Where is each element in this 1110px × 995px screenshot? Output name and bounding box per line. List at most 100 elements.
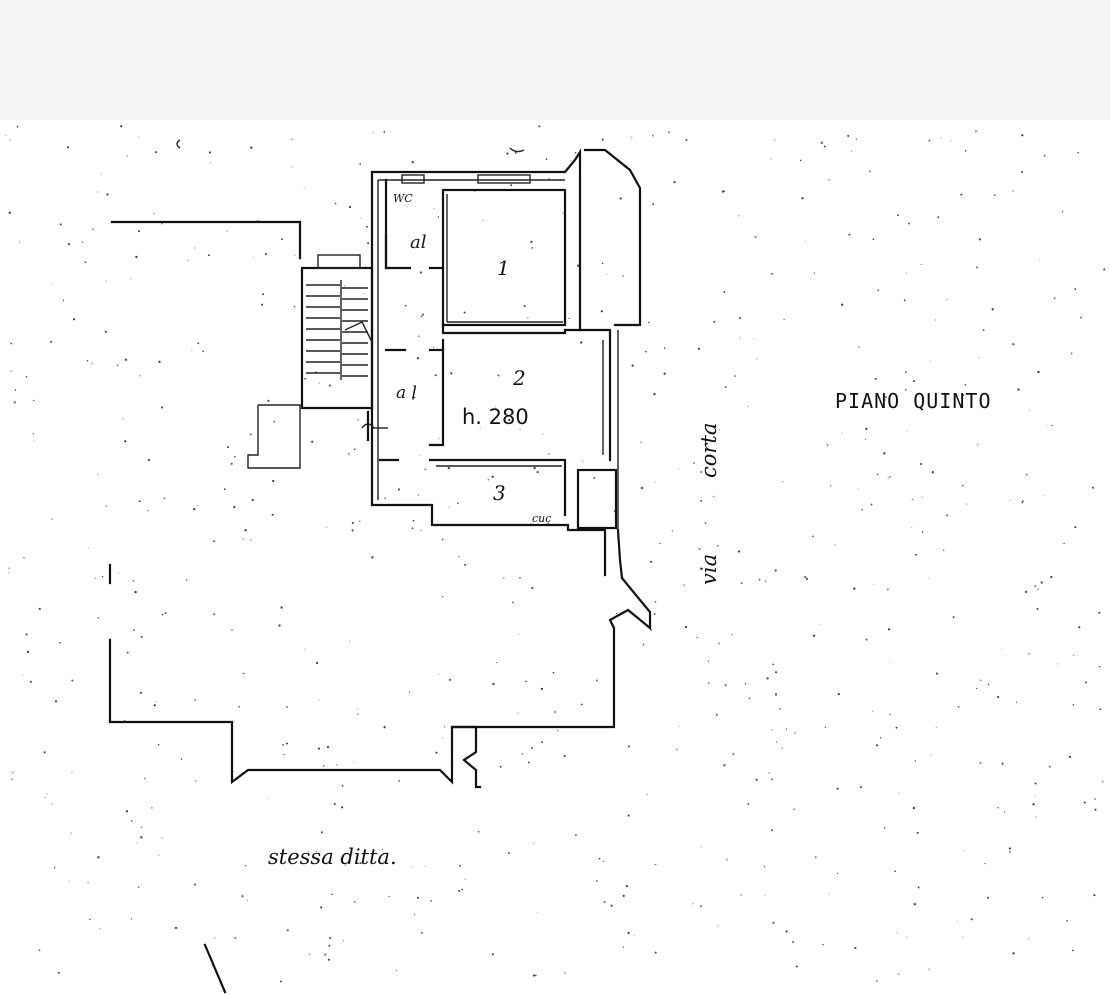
scan-dot [885, 396, 887, 399]
scan-dot [876, 980, 878, 982]
scan-dot [308, 953, 311, 955]
scan-dot [779, 708, 781, 710]
scan-dot [700, 499, 703, 502]
scan-dot [857, 488, 859, 490]
scan-dot [596, 679, 598, 682]
room-label-2: 2 [512, 366, 526, 390]
scan-dot [1085, 681, 1088, 684]
scan-dot [372, 131, 374, 134]
scan-dot [771, 778, 773, 781]
scan-dot [903, 299, 906, 302]
floor-title: PIANO QUINTO [835, 389, 992, 413]
scan-dot [712, 495, 715, 497]
scan-dot [464, 563, 467, 566]
scan-dot [870, 503, 873, 506]
apartment-walls [370, 148, 642, 577]
scan-dot [84, 261, 87, 263]
scan-dot [382, 848, 384, 850]
scan-dot [962, 850, 964, 852]
scan-dot [91, 362, 93, 365]
scan-dot [67, 243, 71, 246]
scan-dot [92, 228, 94, 230]
scan-dot [140, 836, 143, 839]
scan-dot [101, 575, 104, 578]
scan-dot [887, 628, 891, 631]
scan-dot [1103, 268, 1106, 271]
scan-dot [698, 548, 701, 551]
scan-dot [26, 650, 30, 654]
scan-dot [234, 937, 237, 939]
scan-dot [43, 751, 46, 754]
scan-dot [795, 965, 798, 968]
scan-dot [88, 547, 90, 549]
scan-dot [928, 578, 930, 579]
scan-dot [1098, 611, 1101, 614]
scan-dot [644, 350, 647, 353]
scan-dot [241, 895, 244, 898]
scan-dot [155, 701, 157, 702]
scan-dot [281, 238, 284, 241]
scan-dot [371, 556, 374, 559]
scan-dot [950, 139, 952, 141]
scan-dot [554, 711, 557, 713]
scan-dot [44, 797, 46, 799]
scan-dot [417, 494, 420, 496]
scan-dot [535, 974, 537, 977]
scan-dot [841, 433, 843, 434]
scan-dot [692, 903, 694, 905]
scan-dot [325, 526, 327, 528]
neighbor-note: stessa ditta. [268, 845, 397, 869]
scan-dot [29, 680, 32, 683]
scan-dot [195, 780, 197, 782]
scan-dot [700, 905, 702, 907]
scan-dot [570, 160, 572, 162]
scan-dot [246, 899, 248, 901]
scan-dot [424, 865, 426, 867]
scan-dot [487, 479, 489, 481]
scan-dot [700, 471, 703, 473]
scan-dot [548, 453, 550, 455]
scan-dot [433, 346, 435, 348]
scan-dot [717, 925, 719, 927]
scan-dot [267, 399, 270, 402]
scan-dot [163, 497, 166, 500]
scan-dot [770, 272, 773, 275]
scan-dot [872, 583, 874, 585]
scan-dot [987, 896, 990, 899]
scan-dot [676, 748, 678, 751]
scan-dot [879, 737, 882, 739]
scan-dot [771, 829, 773, 832]
scan-dot [139, 375, 141, 377]
scan-dot [326, 745, 330, 749]
scan-dot [719, 429, 721, 431]
scan-dot [197, 505, 199, 507]
scan-dot [897, 214, 899, 217]
scan-dot [1051, 424, 1053, 427]
scan-dot [1053, 297, 1056, 300]
scan-dot [194, 883, 196, 886]
scan-dot [905, 371, 907, 374]
scan-dot [894, 870, 896, 873]
scan-dot [250, 146, 253, 149]
scan-dot [1012, 952, 1015, 955]
scan-dot [412, 397, 414, 400]
scan-dot [889, 713, 891, 716]
scan-dot [1012, 190, 1014, 192]
scan-dot [815, 856, 817, 858]
scan-dot [174, 926, 178, 930]
scan-dot [22, 674, 24, 676]
scan-dot [87, 882, 89, 884]
scan-dot [503, 577, 505, 579]
scan-dot [249, 433, 252, 436]
scan-dot [783, 318, 785, 321]
scan-dot [14, 389, 17, 391]
scan-dot [264, 252, 267, 256]
room-label-al-hall: a l [396, 383, 417, 403]
scan-dot [8, 567, 10, 569]
scan-dot [125, 810, 129, 813]
scan-dot [906, 430, 908, 432]
scan-dot [242, 672, 245, 675]
scan-dot [610, 904, 613, 907]
scan-dot [328, 944, 331, 947]
scan-dot [724, 386, 727, 389]
